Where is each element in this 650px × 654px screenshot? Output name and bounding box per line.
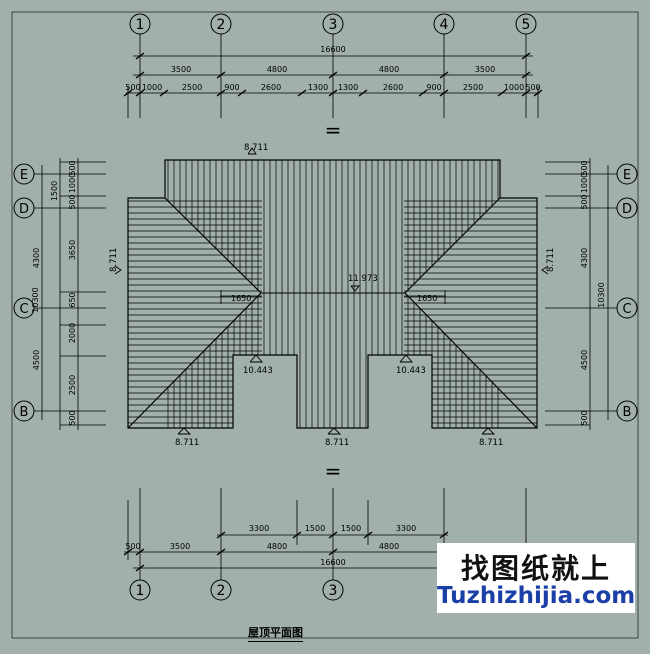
symmetry-mark-bottom: = <box>325 459 342 483</box>
bottom-dim-b: 1500 <box>305 524 325 533</box>
top-dim-s6: 1300 <box>308 83 328 92</box>
axis-label-d-right: D <box>622 202 632 217</box>
hip-dim-right: 1650 <box>417 294 437 303</box>
axis-label-2-bottom: 2 <box>217 583 226 599</box>
left-dim-s6: 650 <box>68 292 77 307</box>
elevation-ridge: 11.973 <box>348 274 378 284</box>
axis-label-e-left: E <box>20 168 28 183</box>
bottom-dim-d: 3300 <box>396 524 416 533</box>
top-dim-s8: 2600 <box>383 83 403 92</box>
bottom-dim-a: 3300 <box>249 524 269 533</box>
elevation-texts: 8.711 11.973 8.711 8.711 10.443 10.443 8… <box>109 143 556 448</box>
elevation-notch-right: 10.443 <box>396 366 426 376</box>
axis-label-4: 4 <box>440 17 449 33</box>
left-dim-s9: 500 <box>68 410 77 425</box>
bottom-dim-c: 1500 <box>341 524 361 533</box>
right-dim-s2: 1000 <box>580 173 589 193</box>
top-dim-a: 3500 <box>171 65 191 74</box>
right-dim-s1: 500 <box>580 160 589 175</box>
top-dim-s5: 2600 <box>261 83 281 92</box>
watermark-en: Tuzhizhijia.com <box>437 583 636 609</box>
bottom-dim-e: 500 <box>125 542 140 551</box>
hip-dimension-lines <box>220 290 446 304</box>
bottom-axis-bubbles: 1 2 3 <box>129 579 344 601</box>
drawing-title: 屋顶平面图 <box>248 624 303 642</box>
left-dim-s3: 1500 <box>50 181 59 201</box>
right-dim-overall: 10300 <box>597 282 606 307</box>
left-dim-s4: 500 <box>68 194 77 209</box>
left-dim-overall: 10300 <box>31 287 40 312</box>
top-dimension-texts: 16600 3500 4800 4800 3500 500 1000 2500 … <box>125 45 540 92</box>
elevation-notch-left: 10.443 <box>243 366 273 376</box>
right-dimension-texts: 500 1000 500 500 4300 4500 10300 <box>580 160 606 425</box>
axis-label-c-left: C <box>19 302 28 317</box>
top-dim-s1: 500 <box>125 83 140 92</box>
axis-label-d-left: D <box>19 202 29 217</box>
roof-outline <box>127 159 538 429</box>
top-dim-s10: 2500 <box>463 83 483 92</box>
elevation-bottom-mid: 8.711 <box>325 438 349 448</box>
top-dim-b: 4800 <box>267 65 287 74</box>
top-dim-s3: 2500 <box>182 83 202 92</box>
axis-label-e-right: E <box>623 168 631 183</box>
top-dim-s4: 900 <box>224 83 239 92</box>
left-dim-s1: 500 <box>68 160 77 175</box>
axis-label-3-bottom: 3 <box>329 583 338 599</box>
bottom-dim-f: 3500 <box>170 542 190 551</box>
right-dim-s3: 500 <box>580 194 589 209</box>
left-dim-s2: 1000 <box>68 173 77 193</box>
axis-label-b-left: B <box>20 405 29 420</box>
watermark: 找图纸就上 Tuzhizhijia.com <box>437 543 635 613</box>
axis-label-b-right: B <box>623 405 632 420</box>
symmetry-mark-top: = <box>325 118 342 142</box>
axis-label-c-right: C <box>622 302 631 317</box>
top-dim-overall: 16600 <box>320 45 345 54</box>
top-dim-s2: 1000 <box>142 83 162 92</box>
left-dim-s5: 3650 <box>68 240 77 260</box>
elevation-right: 8.711 <box>546 248 556 272</box>
left-dim-group-2: 4500 <box>32 350 41 370</box>
right-dim-s4: 500 <box>580 410 589 425</box>
right-dimension-lines <box>545 158 617 430</box>
bottom-dim-h: 4800 <box>379 542 399 551</box>
left-dimension-lines <box>34 158 106 430</box>
axis-label-1-bottom: 1 <box>136 583 145 599</box>
roof-hatching <box>128 160 537 428</box>
left-dim-s7: 2000 <box>68 323 77 343</box>
top-dim-c: 4800 <box>379 65 399 74</box>
bottom-dimension-texts: 3300 1500 1500 3300 500 3500 4800 4800 1… <box>125 524 416 567</box>
top-axis-bubbles: 1 2 3 4 5 <box>129 13 537 35</box>
elevation-bottom-right: 8.711 <box>479 438 503 448</box>
top-dim-d: 3500 <box>475 65 495 74</box>
top-dim-s11: 1000 <box>504 83 524 92</box>
top-axis-lines <box>139 34 527 118</box>
axis-label-2: 2 <box>217 17 226 33</box>
right-axis-bubbles: E D C B <box>616 163 638 422</box>
top-dim-s12: 500 <box>525 83 540 92</box>
roof-plan <box>127 159 538 429</box>
right-dim-group-1: 4300 <box>580 248 589 268</box>
axis-label-5: 5 <box>522 17 531 33</box>
right-dim-group-2: 4500 <box>580 350 589 370</box>
top-dim-s7: 1300 <box>338 83 358 92</box>
elevation-top: 8.711 <box>244 143 268 153</box>
watermark-cn: 找图纸就上 <box>460 552 611 585</box>
elevation-markers <box>114 147 549 435</box>
hip-dim-left: 1650 <box>231 294 251 303</box>
roof-hips <box>127 197 538 429</box>
elevation-bottom-left: 8.711 <box>175 438 199 448</box>
top-dimension-ticks <box>123 52 543 97</box>
left-dim-group-1: 4300 <box>32 248 41 268</box>
left-dim-s8: 2500 <box>68 375 77 395</box>
bottom-dim-g: 4800 <box>267 542 287 551</box>
top-dim-s9: 900 <box>426 83 441 92</box>
axis-label-1: 1 <box>136 17 145 33</box>
axis-label-3: 3 <box>329 17 338 33</box>
elevation-left: 8.711 <box>109 248 119 272</box>
left-dimension-texts: 4300 4500 10300 500 1000 1500 500 3650 6… <box>31 160 77 425</box>
bottom-dim-overall: 16600 <box>320 558 345 567</box>
sheet-border <box>11 11 639 639</box>
